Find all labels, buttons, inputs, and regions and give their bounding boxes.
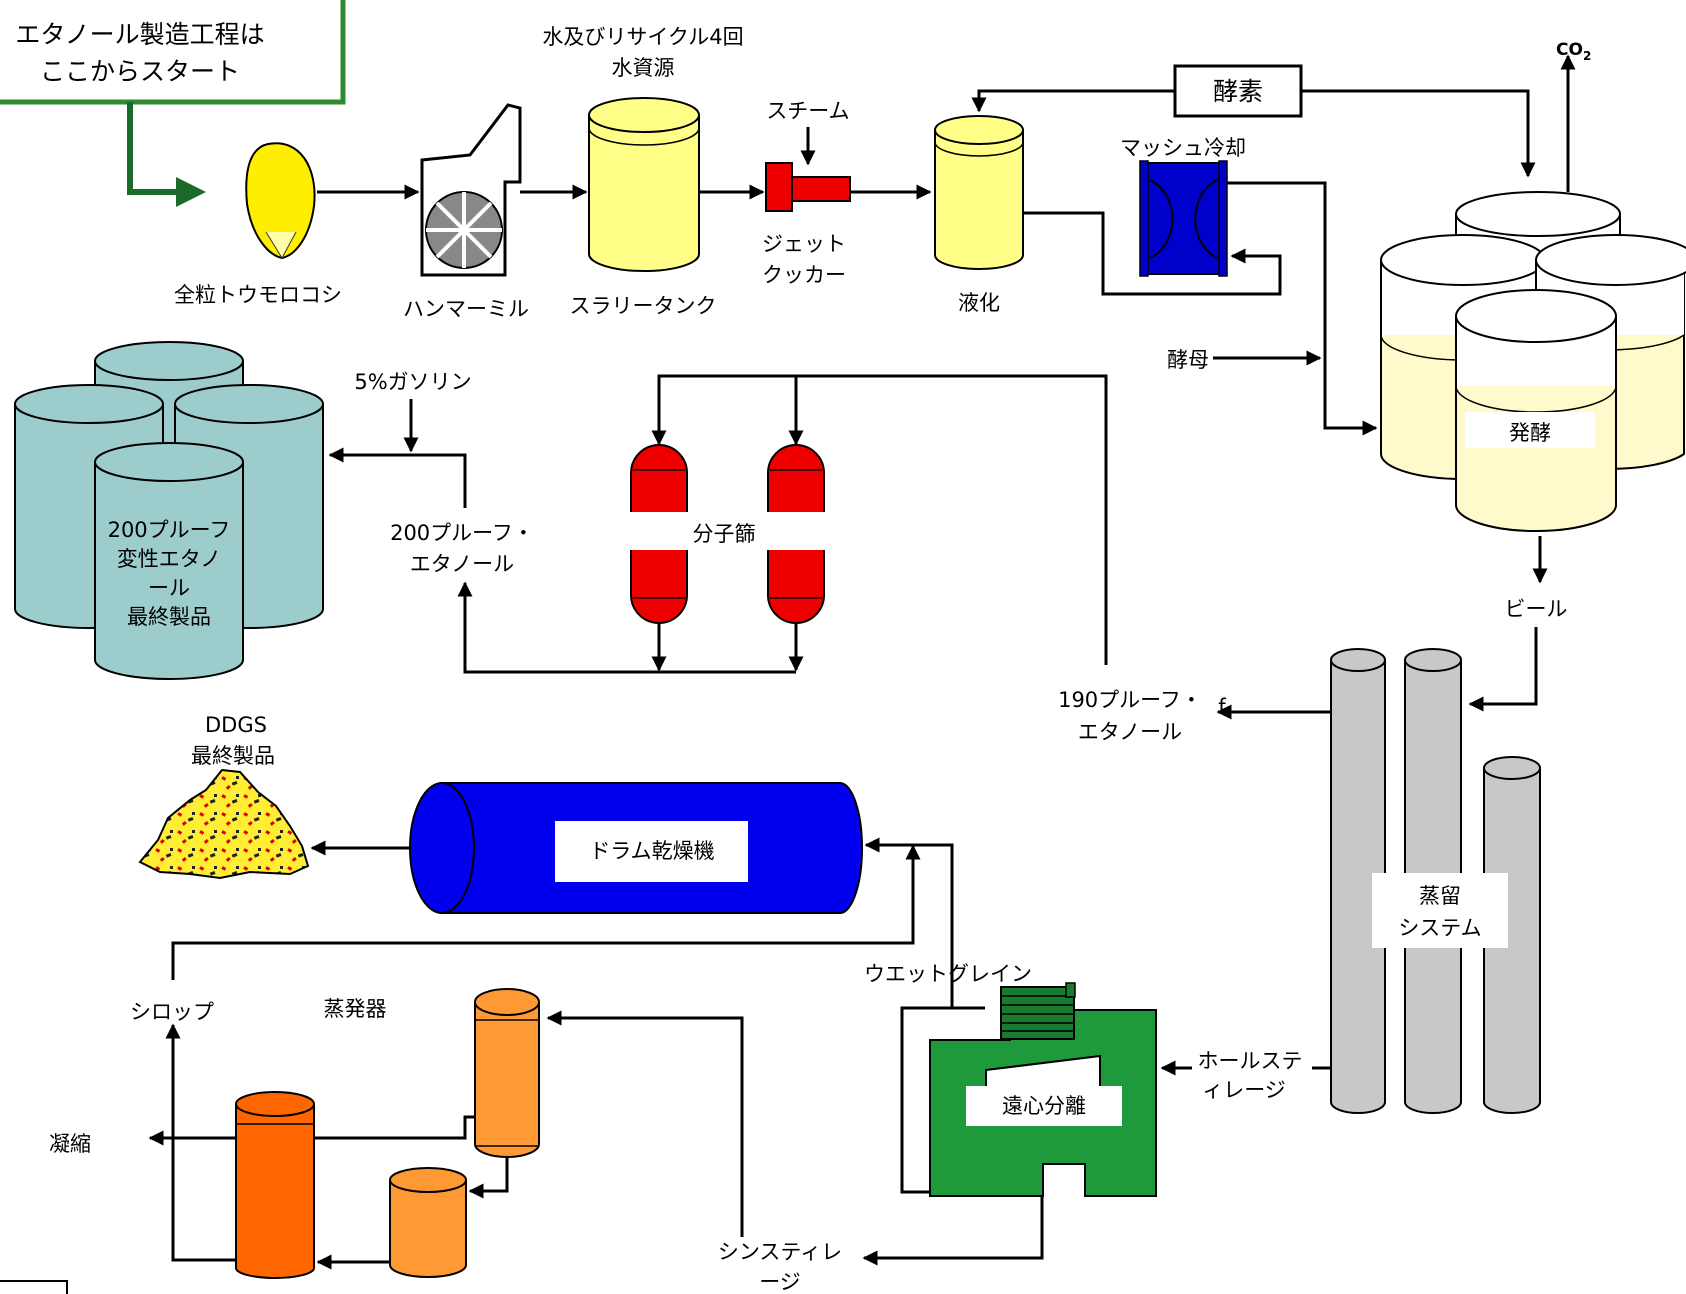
distillation-label-bg — [1372, 873, 1508, 948]
product-label-line3: ール — [148, 576, 190, 600]
gasoline-label: 5%ガソリン — [354, 370, 471, 394]
mash-cooler-icon — [1139, 160, 1228, 277]
mol-sieve-label: 分子篩 — [693, 522, 756, 546]
beer-to-distillation-line — [1468, 627, 1538, 712]
start-box: エタノール製造工程は ここからスタート — [0, 0, 346, 105]
fermentation-tanks-icon — [1380, 191, 1686, 532]
ethanol190-extra-mark: f — [1218, 695, 1226, 719]
evaporator-label: 蒸発器 — [324, 997, 387, 1021]
hammer-mill-label: ハンマーミル — [403, 297, 529, 321]
thin-stillage-label-line1: シンスティレ — [718, 1240, 842, 1264]
sieve-feed-line-left — [651, 374, 1108, 665]
wet-grain-label: ウエットグレイン — [864, 962, 1032, 986]
co2-label: CO2 — [1556, 40, 1591, 63]
thin-stillage-to-evaporator-line — [546, 1010, 744, 1237]
wet-grain-line — [864, 837, 954, 1007]
liquefaction-tank-icon — [934, 115, 1024, 270]
beer-label: ビール — [1505, 597, 1568, 621]
water-label-line2: 水資源 — [612, 56, 675, 80]
jet-cooker-label-line2: クッカー — [762, 263, 846, 287]
whole-stillage-label-line2: ィレージ — [1202, 1078, 1286, 1102]
start-box-line2: ここからスタート — [40, 57, 240, 86]
ddgs-label-line2: 最終製品 — [191, 744, 275, 768]
jet-cooker-label-line1: ジェット — [762, 232, 846, 256]
product-label-line1: 200プルーフ — [108, 518, 231, 542]
thin-stillage-label-line2: ージ — [759, 1270, 801, 1294]
evaporator-icon — [235, 988, 540, 1279]
liquefaction-to-mash-cooler-line — [1023, 211, 1282, 296]
start-box-line1: エタノール製造工程は — [15, 20, 264, 49]
syrup-to-dryer-line — [171, 844, 921, 980]
product-label-line4: 最終製品 — [127, 605, 211, 629]
enzyme-label: 酵素 — [1213, 77, 1263, 106]
slurry-tank-icon — [588, 97, 700, 272]
ethanol200-label-line2: エタノール — [410, 552, 514, 576]
steam-label: スチーム — [766, 99, 849, 123]
distillation-label-line1: 蒸留 — [1419, 884, 1461, 908]
ddgs-pile-icon — [138, 768, 310, 880]
mol-sieve-label-bg — [630, 512, 830, 550]
corn-label: 全粒トウモロコシ — [174, 283, 342, 307]
enzyme-to-liquefaction-line — [971, 89, 1175, 113]
corn-kernel-icon — [245, 142, 316, 260]
start-arrow — [127, 102, 206, 207]
centrifuge-label: 遠心分離 — [1002, 1094, 1086, 1118]
hammer-mill-icon — [420, 103, 522, 277]
yeast-label: 酵母 — [1167, 348, 1209, 372]
evaporator-to-syrup-line — [165, 1023, 236, 1262]
ethanol190-label-line2: エタノール — [1078, 720, 1182, 744]
centrifuge-label-bg — [966, 1086, 1122, 1126]
condensate-label: 凝縮 — [49, 1132, 91, 1156]
product-label-line2: 変性エタノ — [117, 547, 221, 571]
ethanol190-label-line1: 190プルーフ・ — [1058, 688, 1202, 712]
ethanol200-label-line1: 200プルーフ・ — [390, 521, 534, 545]
syrup-label: シロップ — [130, 1000, 214, 1024]
whole-stillage-label-line1: ホールステ — [1198, 1049, 1303, 1073]
fermentation-label-bg — [1465, 412, 1595, 448]
water-label-line1: 水及びリサイクル4回 — [542, 25, 743, 49]
mash-cooling-label: マッシュ冷却 — [1120, 136, 1246, 160]
thin-stillage-line — [862, 1196, 1044, 1266]
storage-tanks-icon — [14, 341, 324, 680]
mash-cooler-to-fermenter-line — [1227, 181, 1378, 436]
jet-cooker-icon — [765, 162, 851, 212]
distillation-label-line2: システム — [1398, 916, 1481, 940]
fermentation-label: 発酵 — [1509, 421, 1551, 445]
corner-box — [0, 1280, 68, 1294]
evaporator-internal-line — [468, 1157, 509, 1199]
ethanol200-return-line — [457, 581, 796, 674]
slurry-tank-label: スラリータンク — [570, 294, 717, 318]
drum-dryer-label-bg — [555, 821, 748, 882]
ddgs-label-line1: DDGS — [205, 713, 267, 737]
ethanol200-to-storage-line — [328, 447, 467, 508]
drum-dryer-label: ドラム乾燥機 — [589, 839, 714, 863]
liquefaction-label: 液化 — [958, 291, 1000, 315]
enzyme-to-fermenter-line — [1301, 89, 1536, 178]
